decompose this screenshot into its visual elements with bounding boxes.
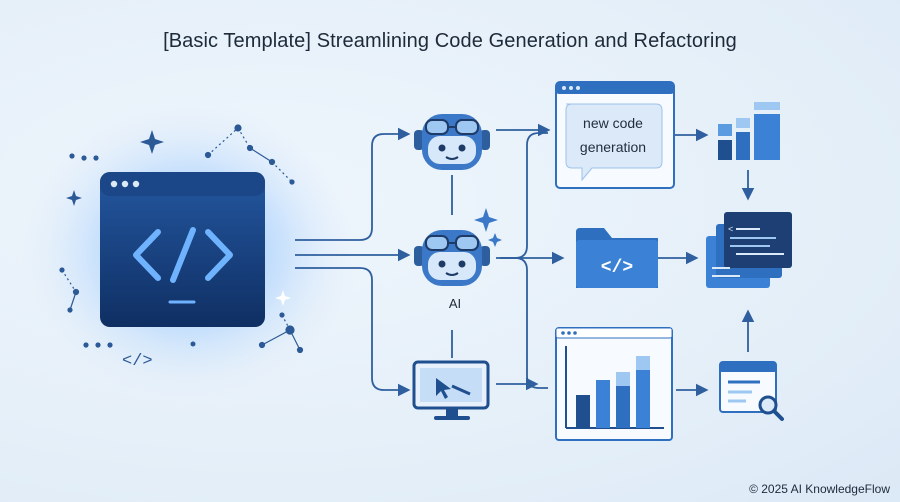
bar-chart-window-icon [555, 327, 673, 441]
sparkle-icon [66, 190, 82, 206]
bar-chart-icon [718, 102, 780, 160]
code-files-stack-icon: < [706, 212, 792, 288]
monitor-cursor-icon [412, 360, 490, 420]
decor-constellation-left [59, 153, 113, 348]
sparkle-icon [275, 290, 291, 306]
svg-text:</>: </> [601, 258, 633, 278]
bubble-line-1: new code [583, 115, 643, 131]
sparkle-icon [140, 130, 164, 154]
code-folder-icon: </> [576, 228, 658, 288]
decor-constellation-bottom [258, 312, 304, 354]
svg-text:<: < [728, 225, 733, 235]
robot-top-icon [414, 114, 490, 170]
bubble-line-2: generation [579, 139, 647, 155]
ai-label: AI [448, 296, 462, 311]
connector-lines [295, 123, 755, 397]
sparkle-icon [474, 208, 498, 232]
sparkle-icon [488, 233, 502, 247]
decor-constellation-top [204, 124, 295, 185]
robot-mid-icon [414, 230, 490, 286]
main-code-editor-icon [100, 172, 265, 327]
document-search-icon [719, 361, 784, 421]
speech-bubble-window-icon [555, 81, 675, 189]
footer-copyright: © 2025 AI KnowledgeFlow [749, 482, 890, 496]
diagram-title: [Basic Template] Streamlining Code Gener… [163, 30, 737, 52]
small-code-icon: </> [122, 352, 153, 371]
bubble-text: new code generation [566, 111, 660, 159]
